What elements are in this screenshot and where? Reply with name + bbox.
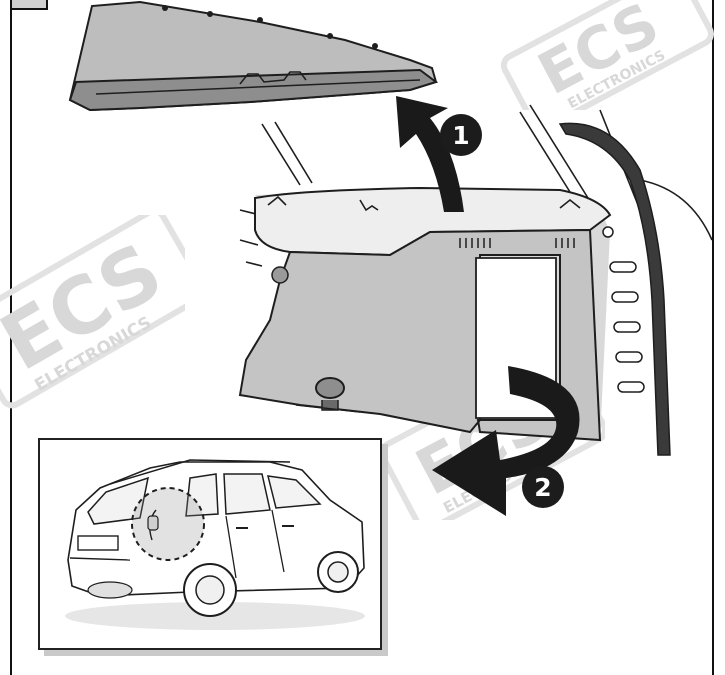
step-2-badge: 2	[522, 466, 564, 508]
page-corner-tab	[10, 0, 48, 10]
watermark-middle-left: ECS ELECTRONICS	[0, 215, 185, 409]
location-highlight-icon	[131, 487, 205, 561]
frame-left-border	[10, 0, 12, 675]
step-1-badge: 1	[440, 114, 482, 156]
vehicle-location-inset	[38, 438, 382, 650]
arrow-rotate-icon	[432, 366, 580, 516]
frame-right-border	[712, 0, 714, 675]
arrow-up-icon	[396, 96, 464, 212]
removed-trim-panel	[68, 0, 439, 112]
pillar-slots	[609, 261, 645, 393]
watermark-top-right: ECS ELECTRONICS	[500, 0, 714, 110]
tailgate-seal	[558, 122, 671, 456]
car-illustration	[65, 459, 365, 630]
lower-trim-panel	[238, 228, 602, 442]
